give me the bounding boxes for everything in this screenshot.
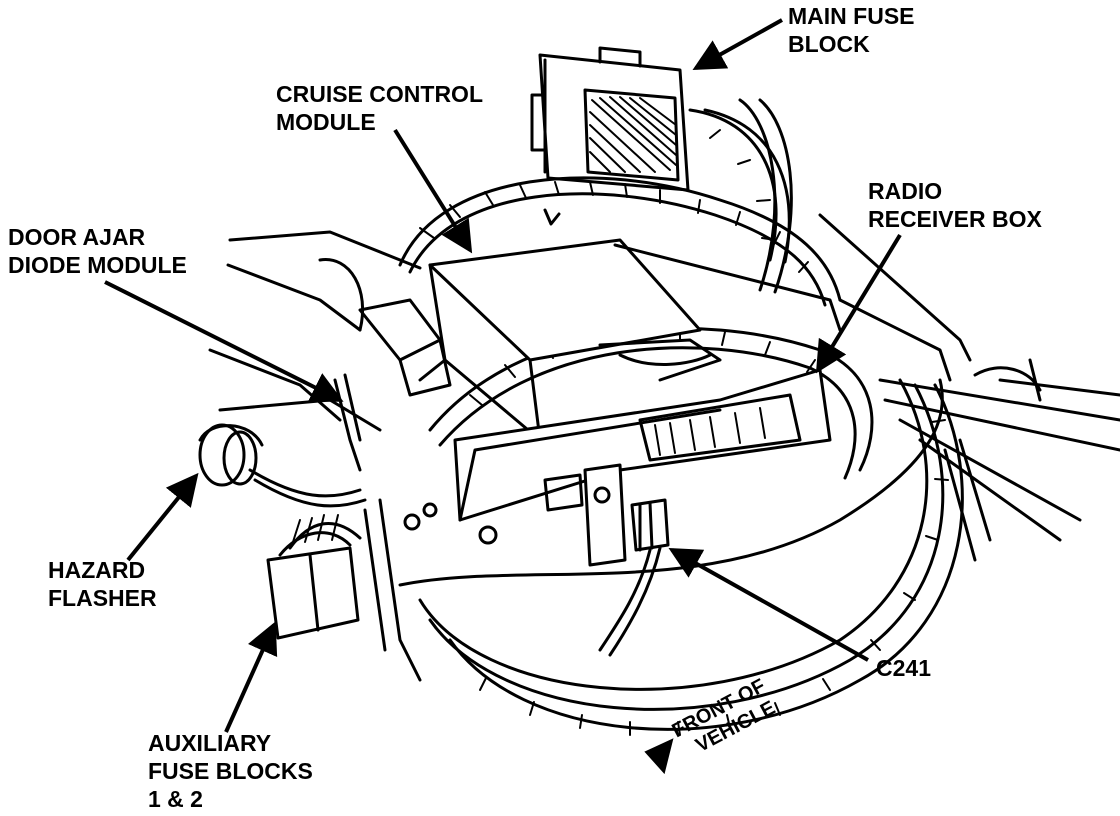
c241-connector bbox=[598, 498, 670, 657]
label-c241: C241 bbox=[876, 655, 931, 681]
arrow-main-fuse-block bbox=[692, 18, 783, 70]
label-radio-receiver-box: RADIO RECEIVER BOX bbox=[868, 178, 1042, 232]
cruise-control-module bbox=[418, 208, 842, 442]
radio-receiver-box bbox=[453, 338, 832, 522]
label-cruise-control-module: CRUISE CONTROL MODULE bbox=[276, 81, 483, 135]
label-auxiliary-fuse-blocks: AUXILIARY FUSE BLOCKS 1 & 2 bbox=[148, 730, 313, 812]
label-hazard-flasher: HAZARD FLASHER bbox=[48, 557, 157, 611]
right-harness bbox=[878, 358, 1120, 562]
front-of-vehicle-arrow-icon bbox=[644, 738, 674, 775]
harness-loom bbox=[398, 98, 964, 731]
leader-arrows bbox=[104, 18, 902, 733]
label-main-fuse-block: MAIN FUSE BLOCK bbox=[788, 3, 915, 57]
main-fuse-block bbox=[530, 46, 690, 192]
label-door-ajar-diode-module: DOOR AJAR DIODE MODULE bbox=[8, 224, 187, 278]
arrow-door-ajar-diode-module bbox=[104, 280, 344, 402]
mounting-bracket bbox=[363, 463, 627, 682]
hazard-flasher bbox=[198, 423, 367, 508]
auxiliary-fuse-blocks bbox=[266, 514, 362, 640]
arrow-auxiliary-fuse-blocks bbox=[224, 621, 278, 733]
door-ajar-diode-module bbox=[318, 258, 452, 472]
arrow-hazard-flasher bbox=[126, 472, 199, 562]
panel-shelf bbox=[208, 213, 972, 432]
arrow-c241 bbox=[668, 548, 869, 662]
arrow-radio-receiver-box bbox=[815, 233, 902, 374]
arrow-cruise-control-module bbox=[393, 128, 473, 254]
harness-wrap bbox=[419, 129, 949, 736]
